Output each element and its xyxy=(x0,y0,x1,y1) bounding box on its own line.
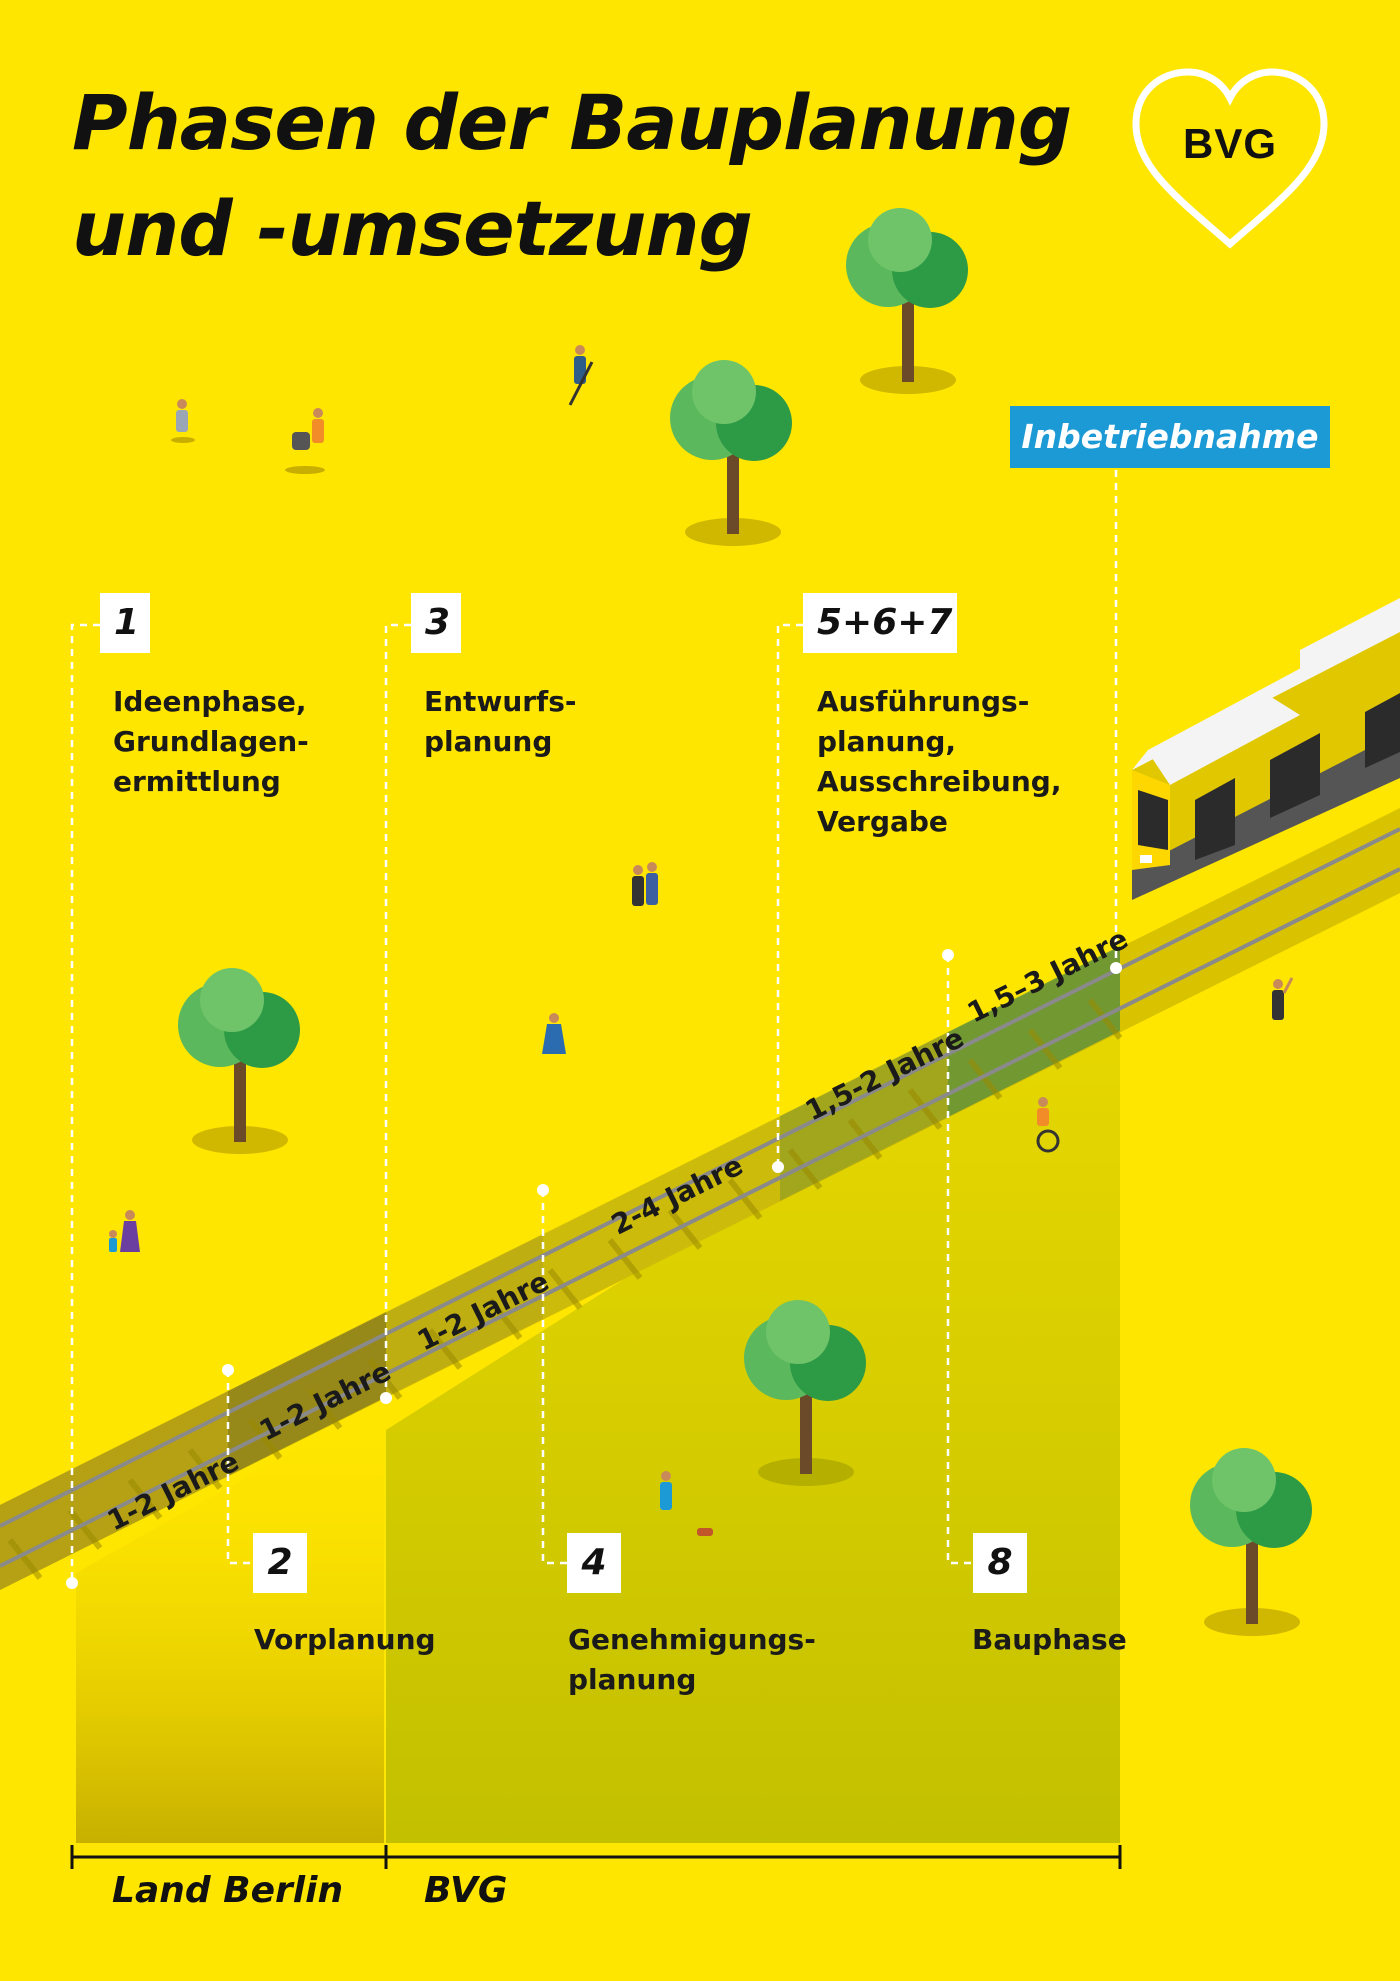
tram-icon xyxy=(1132,598,1400,900)
person-icon xyxy=(542,1013,566,1054)
wheelchair-user-icon xyxy=(1036,1097,1060,1153)
rail-upper xyxy=(0,827,1400,1528)
couple-icon xyxy=(632,862,658,906)
bvg-area xyxy=(386,965,1120,1843)
phase-number-2: 2 xyxy=(253,1533,307,1593)
phase-label-8: Bauphase xyxy=(972,1623,1127,1656)
phase-label-1: Ideenphase,Grundlagen-ermittlung xyxy=(113,685,309,798)
person-with-stroller-icon xyxy=(285,408,325,474)
person-waving-icon xyxy=(1272,977,1294,1020)
milestone-inbetriebnahme: Inbetriebnahme xyxy=(1010,406,1330,468)
person-icon xyxy=(171,399,195,443)
land-berlin-area xyxy=(76,1400,384,1843)
track-sleepers xyxy=(7,998,1123,1580)
phase-number-5-6-7: 5+6+7 xyxy=(803,593,957,653)
title-line-2: und -umsetzung xyxy=(72,184,753,273)
connector-lines xyxy=(70,470,1118,1583)
tree-icon xyxy=(1190,1448,1312,1636)
responsibility-land-berlin: Land Berlin xyxy=(112,1870,344,1911)
phase-label-5-6-7: Ausführungs-planung,Ausschreibung,Vergab… xyxy=(817,685,1062,838)
responsibility-axis xyxy=(70,1845,1122,1869)
connector-dots xyxy=(66,949,1122,1589)
tree-icon xyxy=(178,968,300,1154)
tree-icon xyxy=(846,208,968,394)
phase-label-3: Entwurfs-planung xyxy=(424,685,577,758)
family-icon xyxy=(109,1210,140,1252)
rail-lower xyxy=(0,867,1400,1568)
person-with-dog-icon xyxy=(660,1471,713,1536)
phase-label-2: Vorplanung xyxy=(254,1623,436,1656)
responsibility-bvg: BVG xyxy=(424,1870,508,1911)
person-on-scooter-icon xyxy=(568,345,594,406)
tree-icon xyxy=(744,1300,866,1486)
phase-number-3: 3 xyxy=(411,593,461,653)
page-title: Phasen der Bauplanung und -umsetzung xyxy=(72,70,1072,282)
phase-label-4: Genehmigungs-planung xyxy=(568,1623,816,1696)
phase-number-4: 4 xyxy=(567,1533,621,1593)
title-line-1: Phasen der Bauplanung xyxy=(72,78,1072,167)
phase-number-1: 1 xyxy=(100,593,150,653)
phase-number-8: 8 xyxy=(973,1533,1027,1593)
bvg-logo: BVG xyxy=(1182,120,1277,167)
tree-icon xyxy=(670,360,792,546)
bvg-heart-icon xyxy=(1132,68,1328,249)
